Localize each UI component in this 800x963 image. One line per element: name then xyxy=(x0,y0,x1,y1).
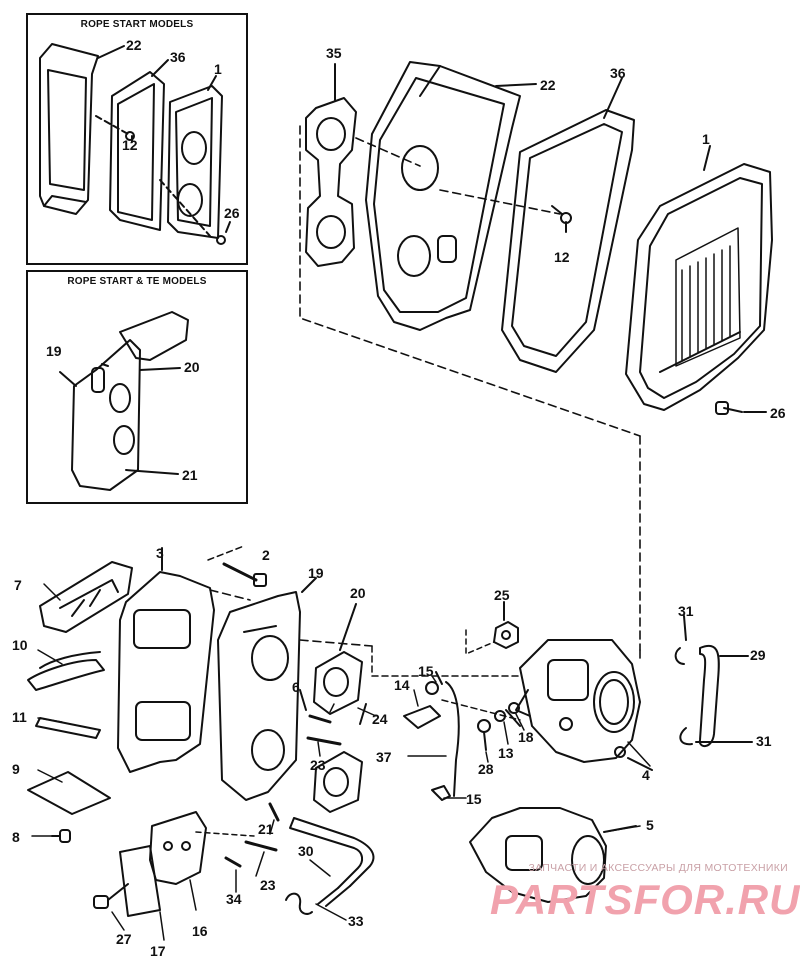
plate-17 xyxy=(119,845,161,917)
callout-10: 10 xyxy=(12,637,28,653)
callout-14: 14 xyxy=(394,677,410,693)
callout-5: 5 xyxy=(646,817,654,833)
small-parts-28-13-18 xyxy=(371,645,521,751)
plate-9 xyxy=(27,771,111,815)
callout-20: 20 xyxy=(350,585,366,601)
gasket-3 xyxy=(117,547,215,773)
inset2-parts xyxy=(59,311,189,491)
screw-27 xyxy=(93,883,129,909)
carburetor-4 xyxy=(515,639,653,771)
callout-36: 36 xyxy=(610,65,626,81)
callout-27: 27 xyxy=(116,931,132,947)
manifold-19 xyxy=(217,577,317,801)
bolts-34-23 xyxy=(195,831,278,868)
callout-28: 28 xyxy=(478,761,494,777)
cover-22 xyxy=(365,61,537,331)
clip-33 xyxy=(285,892,313,915)
callout-26: 26 xyxy=(224,205,240,221)
callout-1: 1 xyxy=(702,131,710,147)
callout-36: 36 xyxy=(170,49,186,65)
callout-9: 9 xyxy=(12,761,20,777)
callout-13: 13 xyxy=(498,745,514,761)
carburetor-5 xyxy=(469,807,637,903)
studs-6-23 xyxy=(299,689,342,746)
callout-15: 15 xyxy=(418,663,434,679)
callout-4: 4 xyxy=(642,767,650,783)
hose-30 xyxy=(289,817,375,907)
callout-16: 16 xyxy=(192,923,208,939)
link-29-31 xyxy=(674,615,753,747)
assembly-guides-top xyxy=(299,125,641,651)
nut-25 xyxy=(465,601,519,655)
callout-22: 22 xyxy=(540,77,556,93)
callout-21: 21 xyxy=(258,821,274,837)
callout-33: 33 xyxy=(348,913,364,929)
callout-15: 15 xyxy=(466,791,482,807)
callout-21: 21 xyxy=(182,467,198,483)
callout-35: 35 xyxy=(326,45,342,61)
callout-23: 23 xyxy=(260,877,276,893)
screw-26-main xyxy=(715,401,767,415)
callout-20: 20 xyxy=(184,359,200,375)
callout-34: 34 xyxy=(226,891,242,907)
callout-12: 12 xyxy=(122,137,138,153)
callout-19: 19 xyxy=(308,565,324,581)
reed-petals-10 xyxy=(27,651,105,691)
callout-22: 22 xyxy=(126,37,142,53)
reed-stop-11 xyxy=(35,717,101,739)
callout-2: 2 xyxy=(262,547,270,563)
assembly-guides-lower xyxy=(209,589,641,661)
screw-12-main xyxy=(551,205,572,233)
inset-title: ROPE START MODELS xyxy=(80,19,194,30)
callout-12: 12 xyxy=(554,249,570,265)
bolt-2 xyxy=(207,545,267,587)
leader-lines xyxy=(31,583,651,941)
callout-18: 18 xyxy=(518,729,534,745)
callout-29: 29 xyxy=(750,647,766,663)
throttle-linkage-14-15-37 xyxy=(403,671,460,801)
gasket-35 xyxy=(305,63,357,267)
callout-1: 1 xyxy=(214,61,222,77)
callout-31: 31 xyxy=(756,733,772,749)
cover-1 xyxy=(625,145,773,411)
callout-6: 6 xyxy=(292,679,300,695)
callout-26: 26 xyxy=(770,405,786,421)
callout-37: 37 xyxy=(376,749,392,765)
bracket-16 xyxy=(149,811,207,885)
callout-3: 3 xyxy=(156,545,164,561)
inset-rope-start-te-models: ROPE START & TE MODELS xyxy=(26,270,248,504)
callout-25: 25 xyxy=(494,587,510,603)
stud-21 xyxy=(268,802,280,822)
reed-block-7 xyxy=(39,561,133,633)
inset-title: ROPE START & TE MODELS xyxy=(67,276,207,287)
gasket-24 xyxy=(313,703,367,813)
inset1-parts xyxy=(39,43,231,245)
callout-19: 19 xyxy=(46,343,62,359)
gasket-36 xyxy=(501,77,635,373)
gasket-20 xyxy=(313,603,363,715)
callout-30: 30 xyxy=(298,843,314,859)
callout-11: 11 xyxy=(12,709,27,725)
callout-17: 17 xyxy=(150,943,166,959)
callout-24: 24 xyxy=(372,711,388,727)
callout-8: 8 xyxy=(12,829,20,845)
callout-7: 7 xyxy=(14,577,22,593)
callout-23: 23 xyxy=(310,757,326,773)
callout-31: 31 xyxy=(678,603,694,619)
